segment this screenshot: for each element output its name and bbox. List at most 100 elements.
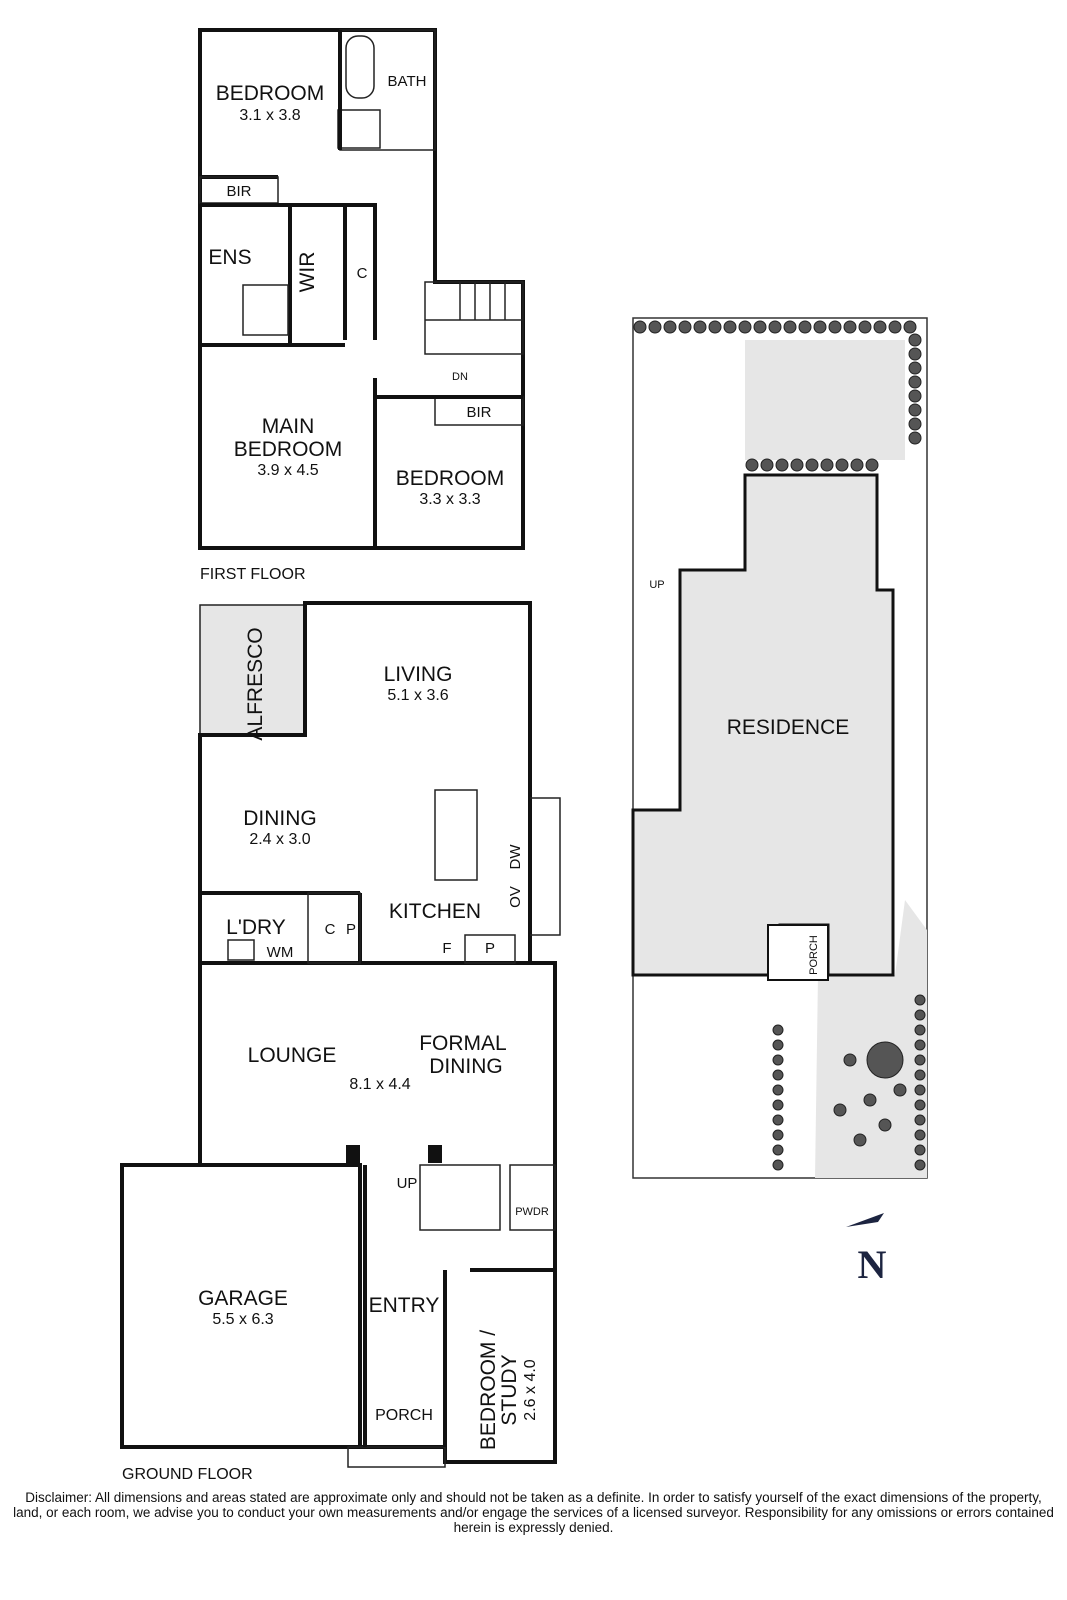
room-label: C — [325, 921, 336, 938]
tree-icon — [914, 1159, 926, 1171]
tree-icon — [760, 458, 774, 472]
tree-icon — [772, 1054, 784, 1066]
room-label: DINING — [429, 1055, 503, 1078]
room-label: BEDROOM / — [477, 1330, 500, 1450]
room-dims: 8.1 x 4.4 — [349, 1076, 410, 1093]
room-label: LIVING — [384, 663, 453, 686]
first-floor-plan: BEDROOM 3.1 x 3.8 BATH BIR ENS WIR C DN … — [198, 28, 525, 583]
column — [346, 1145, 360, 1163]
tree-icon — [820, 458, 834, 472]
tree-icon — [914, 994, 926, 1006]
wall — [200, 203, 377, 340]
room-label: L'DRY — [226, 916, 286, 939]
room-label: PWDR — [515, 1206, 549, 1218]
tree-icon — [663, 320, 677, 334]
tree-icon — [853, 1133, 867, 1147]
tree-icon — [678, 320, 692, 334]
tree-icon — [648, 320, 662, 334]
tree-icon — [805, 458, 819, 472]
tree-icon — [775, 458, 789, 472]
tree-icon — [878, 1118, 892, 1132]
room-label: BEDROOM — [216, 82, 325, 105]
ensuite-shower — [242, 284, 289, 336]
tree-icon — [865, 458, 879, 472]
tree-icon — [908, 403, 922, 417]
room-label: PORCH — [375, 1407, 433, 1424]
tree-icon — [798, 320, 812, 334]
room-label: GARAGE — [198, 1287, 288, 1310]
room-label: ALFRESCO — [244, 627, 267, 740]
site-plan: RESIDENCE PORCH UP — [631, 317, 928, 1179]
tree-icon — [813, 320, 827, 334]
room-label: STUDY — [498, 1354, 521, 1425]
room-dims: 5.1 x 3.6 — [387, 687, 448, 704]
tree-icon — [835, 458, 849, 472]
room-dims: 3.1 x 3.8 — [239, 107, 300, 124]
room-label: ENTRY — [369, 1294, 440, 1317]
tree-icon — [914, 1084, 926, 1096]
tree-icon — [772, 1084, 784, 1096]
garage-outline — [120, 1163, 362, 1449]
tree-icon — [843, 320, 857, 334]
tree-icon — [914, 1099, 926, 1111]
tree-icon — [783, 320, 797, 334]
tree-icon — [908, 361, 922, 375]
room-label: DINING — [243, 807, 317, 830]
room-label: BEDROOM — [396, 467, 505, 490]
room-label: FORMAL — [419, 1032, 507, 1055]
tree-icon — [908, 417, 922, 431]
room-label: MAIN — [262, 415, 315, 438]
tree-icon — [723, 320, 737, 334]
stairs — [424, 281, 524, 355]
tree-icon — [633, 320, 647, 334]
tree-icon — [914, 1039, 926, 1051]
tree-icon — [708, 320, 722, 334]
room-label: WIR — [296, 252, 319, 293]
tree-icon — [790, 458, 804, 472]
front-step — [347, 1446, 446, 1468]
tree-icon — [693, 320, 707, 334]
tree-icon — [914, 1009, 926, 1021]
room-dims: 3.9 x 4.5 — [257, 462, 318, 479]
room-label: ENS — [208, 246, 251, 269]
tree-icon — [768, 320, 782, 334]
appliance-label: DW — [507, 844, 524, 870]
room-label: LOUNGE — [248, 1044, 337, 1067]
tree-icon — [772, 1099, 784, 1111]
tree-icon — [914, 1054, 926, 1066]
tree-icon — [908, 389, 922, 403]
ground-floor-plan: ALFRESCO LIVING 5.1 x 3.6 DINING 2.4 x 3… — [120, 601, 561, 1483]
washing-machine — [227, 939, 255, 961]
north-label: N — [858, 1242, 887, 1287]
room-label: BATH — [388, 73, 427, 90]
tree-icon — [843, 1053, 857, 1067]
appliance-label: OV — [507, 886, 524, 908]
kitchen-bench — [530, 797, 561, 936]
tree-icon — [738, 320, 752, 334]
tree-icon — [914, 1114, 926, 1126]
tree-icon — [914, 1129, 926, 1141]
disclaimer: Disclaimer: All dimensions and areas sta… — [13, 1490, 1054, 1535]
north-arrow: N — [846, 1213, 887, 1287]
column — [428, 1145, 442, 1163]
room-dims: 2.6 x 4.0 — [522, 1359, 539, 1420]
room-dims: 3.3 x 3.3 — [419, 491, 480, 508]
tree-icon — [858, 320, 872, 334]
residence-label: RESIDENCE — [727, 716, 850, 739]
tree-icon — [772, 1129, 784, 1141]
tree-icon — [903, 320, 917, 334]
first-floor-title: FIRST FLOOR — [200, 566, 306, 583]
bathtub — [345, 35, 375, 99]
ground-stairs — [419, 1164, 501, 1231]
room-label: KITCHEN — [389, 900, 481, 923]
tree-icon — [908, 431, 922, 445]
porch-footprint — [767, 924, 829, 981]
north-arrow-icon — [846, 1213, 884, 1227]
tree-icon — [908, 333, 922, 347]
up-label: UP — [649, 579, 664, 591]
tree-icon — [863, 1093, 877, 1107]
tree-icon — [772, 1039, 784, 1051]
tree-icon — [888, 320, 902, 334]
stairs-label: UP — [397, 1175, 418, 1192]
